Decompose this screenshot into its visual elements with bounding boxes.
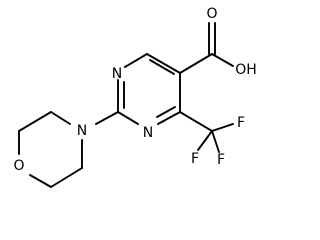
- ring-bond-n3-c2: [117, 111, 139, 125]
- atom-n-bottom: N: [143, 125, 153, 141]
- ring-bond-c6-c5-inner: [149, 59, 175, 75]
- bond-c4-cf3: [179, 111, 213, 132]
- bond-cf3-f-right: [211, 123, 234, 132]
- atom-f-right: F: [237, 115, 245, 131]
- bond-c2-n-morpholine: [95, 111, 119, 125]
- ring-bond-c4-n3-inner: [156, 106, 176, 118]
- morpholine-bond-n-c-top: [50, 111, 71, 125]
- bond-cf3-f-left: [197, 130, 213, 151]
- atom-f-left: F: [191, 151, 199, 167]
- morpholine-bond-o-c-bottom: [29, 174, 52, 188]
- morpholine-bond-c-bottom-c: [50, 167, 83, 188]
- chemical-structure: N N N O OH O F F F: [13, 6, 257, 188]
- bond-carboxyl-c-oh: [211, 53, 234, 67]
- ring-bond-n1-c6: [124, 53, 148, 68]
- atom-n-morpholine: N: [77, 123, 87, 139]
- ring-bond-c4-n3: [157, 111, 181, 125]
- atom-f-bottom: F: [217, 152, 225, 168]
- bond-cf3-f-bottom: [211, 130, 220, 153]
- morpholine-bond-c-top-c: [18, 111, 52, 132]
- atom-o-carbonyl: O: [206, 6, 217, 22]
- atom-o-morpholine: O: [13, 158, 24, 174]
- ring-bond-c6-c5: [146, 53, 181, 74]
- bond-c5-carboxyl-c: [179, 53, 213, 74]
- atom-n-top: N: [112, 66, 122, 82]
- atom-oh-carboxyl: OH: [235, 62, 257, 78]
